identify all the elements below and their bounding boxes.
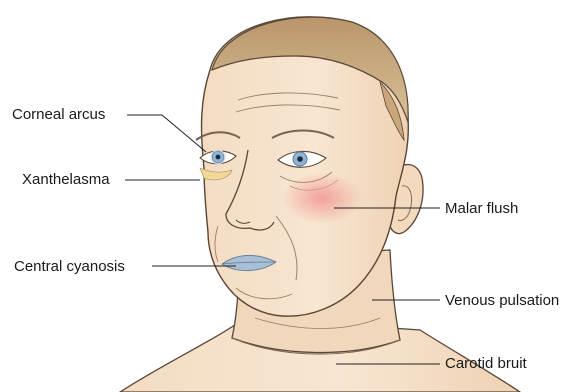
label-venous-pulsation: Venous pulsation	[445, 292, 559, 310]
leader-line-corneal-arcus	[127, 115, 206, 152]
label-corneal-arcus: Corneal arcus	[12, 106, 105, 124]
label-central-cyanosis: Central cyanosis	[14, 258, 125, 276]
label-malar-flush: Malar flush	[445, 200, 518, 218]
malar-flush	[282, 172, 362, 224]
label-carotid-bruit: Carotid bruit	[445, 355, 527, 373]
label-xanthelasma: Xanthelasma	[22, 171, 110, 189]
